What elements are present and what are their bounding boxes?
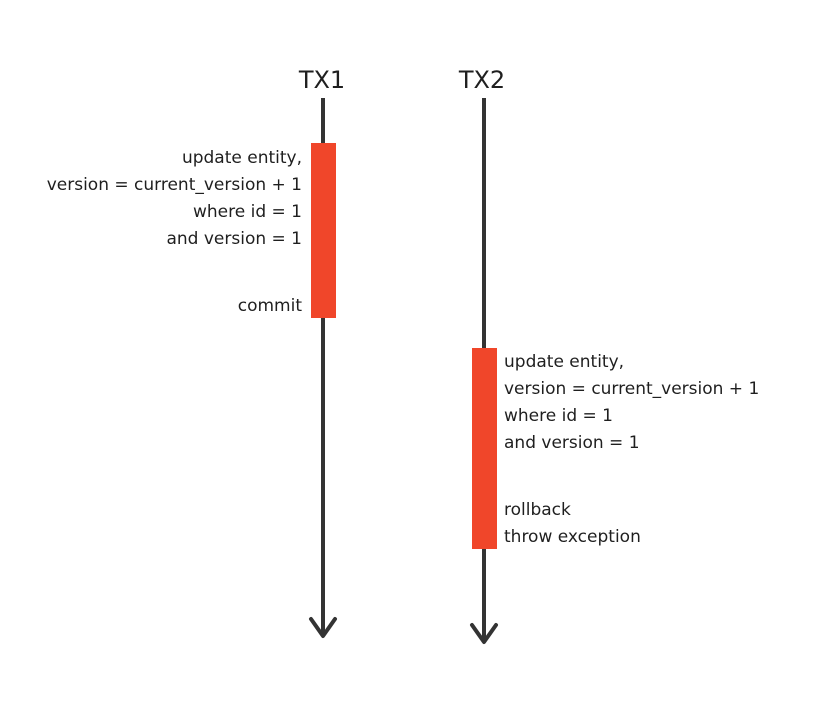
- tx2-statement-line: version = current_version + 1: [504, 379, 760, 399]
- tx1-lifeline-arrowhead: [309, 617, 337, 638]
- tx2-statement-line: where id = 1: [504, 406, 613, 426]
- tx2-statement-line: and version = 1: [504, 433, 640, 453]
- tx1-note: update entity, version = current_version…: [47, 145, 302, 320]
- tx1-activation-bar: [311, 143, 336, 318]
- tx2-title: TX2: [458, 66, 506, 94]
- spacer: [47, 253, 302, 293]
- tx1-statement-line: version = current_version + 1: [46, 175, 302, 195]
- tx2-activation-bar: [472, 348, 497, 549]
- tx1-title: TX1: [298, 66, 346, 94]
- tx2-outcome-line: throw exception: [504, 527, 641, 547]
- tx1-statement-line: and version = 1: [166, 229, 302, 249]
- tx1-statement-line: where id = 1: [193, 202, 302, 222]
- tx2-lifeline-arrowhead: [470, 623, 498, 644]
- spacer: [504, 457, 759, 497]
- tx2-outcome-line: rollback: [504, 500, 571, 520]
- tx1-outcome-line: commit: [237, 296, 302, 316]
- tx2-statement-line: update entity,: [504, 352, 625, 372]
- tx1-statement-line: update entity,: [181, 148, 302, 168]
- tx2-note: update entity, version = current_version…: [504, 349, 759, 551]
